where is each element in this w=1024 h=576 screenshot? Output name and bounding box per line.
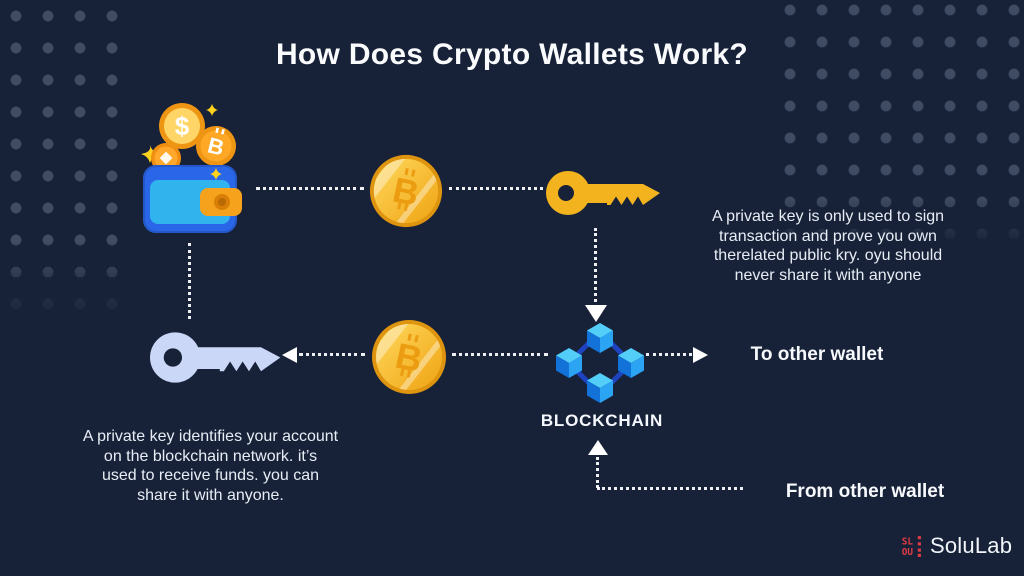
connector-wallet-to-public-key xyxy=(188,243,191,319)
note-line: share it with anyone. xyxy=(137,486,284,504)
dollar-symbol: $ xyxy=(175,111,190,141)
arrow-up-icon xyxy=(588,440,608,455)
svg-text:SL: SL xyxy=(902,536,914,547)
note-line: used to receive funds. you can xyxy=(101,467,320,484)
arrow-right-icon xyxy=(693,347,708,363)
dollar-coin-icon: $ xyxy=(159,103,205,149)
connector-from-wallet-horizontal xyxy=(597,487,743,490)
to-other-wallet-label: To other wallet xyxy=(750,344,884,365)
cube-icon xyxy=(556,348,582,378)
brand-logo: SL OU SoluLab xyxy=(898,533,1012,559)
connector-coin-to-private-key xyxy=(449,187,543,190)
wallet-icon: $ B xyxy=(141,103,242,233)
cube-icon xyxy=(618,348,644,378)
note-line: therelated public kry. oyu should xyxy=(713,247,943,264)
connector-blockchain-to-other-wallet xyxy=(646,353,692,356)
arrow-down-icon xyxy=(585,305,607,322)
from-other-wallet-label: From other wallet xyxy=(785,481,945,502)
bitcoin-mini-coin-icon: B xyxy=(196,126,236,166)
connector-coin-to-public-key xyxy=(299,353,365,356)
cube-icon xyxy=(587,373,613,403)
note-line: never share it with anyone xyxy=(734,266,922,284)
connector-from-wallet-vertical xyxy=(596,457,599,488)
wallet-body xyxy=(143,165,242,233)
private-key-identify-note: A private key identifies your account on… xyxy=(72,427,349,505)
bitcoin-coin-icon: B xyxy=(369,154,443,228)
brand-name: SoluLab xyxy=(930,533,1013,558)
page-title: How Does Crypto Wallets Work? xyxy=(275,38,749,71)
private-key-icon xyxy=(546,171,660,215)
sparkle-icon xyxy=(141,145,159,163)
arrow-left-icon xyxy=(282,347,297,363)
connector-key-to-blockchain xyxy=(594,228,597,302)
blockchain-icon xyxy=(556,323,644,403)
svg-text:OU: OU xyxy=(902,546,914,557)
blockchain-label: BLOCKCHAIN xyxy=(540,411,664,430)
bitcoin-coin-icon: B xyxy=(372,320,446,394)
private-key-sign-note: A private key is only used to sign trans… xyxy=(693,207,963,285)
sparkle-icon xyxy=(206,104,218,116)
sparkle-icon xyxy=(210,168,222,180)
note-line: transaction and prove you own xyxy=(719,227,937,245)
note-line: on the blockchain network. it’s xyxy=(103,447,318,465)
public-key-icon xyxy=(150,332,281,383)
connector-wallet-to-coin xyxy=(256,187,364,190)
connector-coin-to-blockchain xyxy=(452,353,548,356)
solulab-mark-icon: SL OU xyxy=(902,535,921,557)
cube-icon xyxy=(587,323,613,353)
bitcoin-symbol: B xyxy=(205,132,226,160)
note-line: A private key is only used to sign xyxy=(711,208,945,225)
note-line: A private key identifies your account xyxy=(82,428,339,445)
